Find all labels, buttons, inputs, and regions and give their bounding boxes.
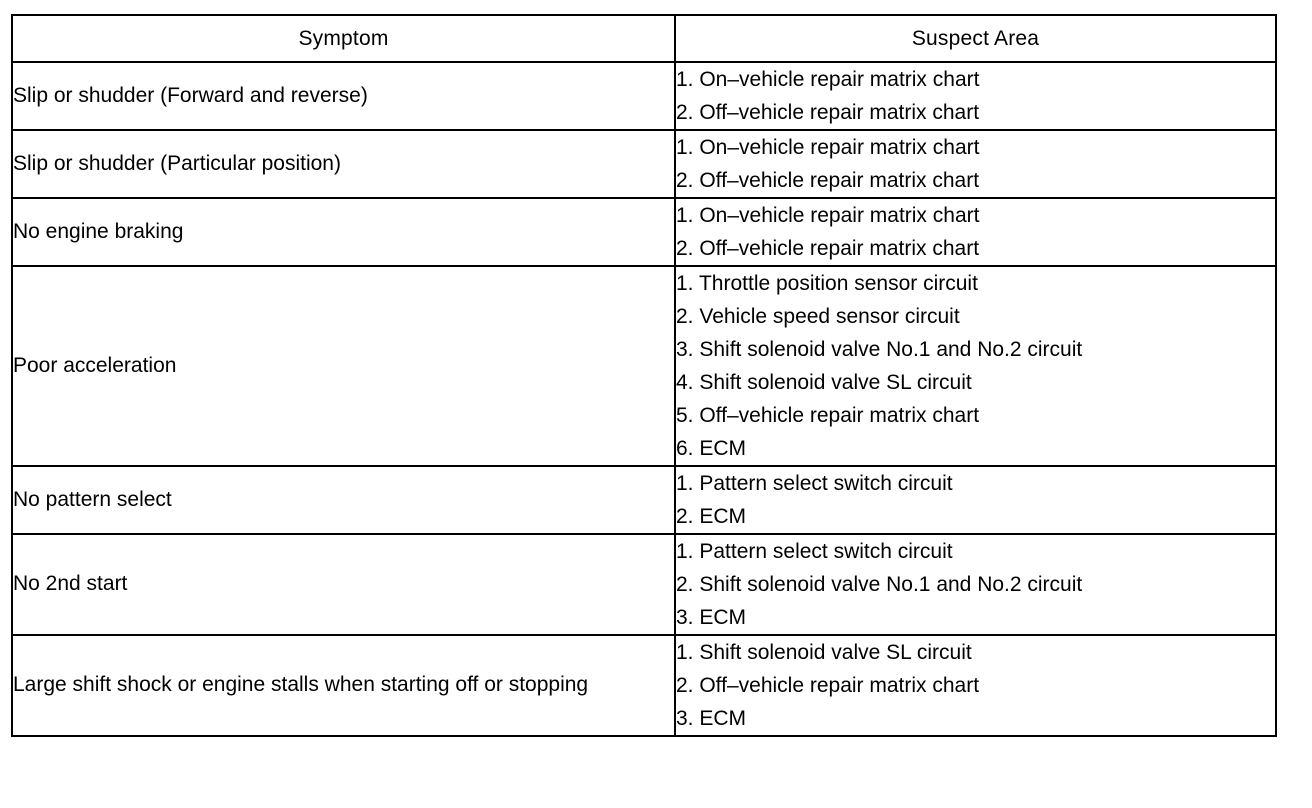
suspect-area-item: 1. Throttle position sensor circuit [676,272,978,295]
suspect-area-item: 1. On–vehicle repair matrix chart [676,136,980,159]
suspect-area-list: 1. On–vehicle repair matrix chart 2. Off–… [676,199,1275,265]
table-row: Large shift shock or engine stalls when … [11,634,1277,737]
symptom-cell: Slip or shudder (Particular position) [11,129,676,199]
suspect-area-item: 2. Off–vehicle repair matrix chart [676,101,980,124]
suspect-area-item: 1. On–vehicle repair matrix chart [676,204,980,227]
suspect-area-item: 4. Shift solenoid valve SL circuit [676,371,972,394]
suspect-area-list: 1. On–vehicle repair matrix chart 2. Off–… [676,63,1275,129]
suspect-area-item: 3. ECM [676,707,747,730]
symptom-cell: Slip or shudder (Forward and reverse) [11,61,676,131]
suspect-area-item: 1. On–vehicle repair matrix chart [676,68,980,91]
suspect-area-cell: 1. Throttle position sensor circuit 2. Ve… [674,265,1277,467]
symptom-cell: Large shift shock or engine stalls when … [11,634,676,737]
suspect-area-item: 2. Shift solenoid valve No.1 and No.2 ci… [676,573,1083,596]
suspect-area-cell: 1. Shift solenoid valve SL circuit 2. Off… [674,634,1277,737]
suspect-area-cell: 1. Pattern select switch circuit 2. ECM [674,465,1277,535]
symptom-cell: No engine braking [11,197,676,267]
column-header-symptom: Symptom [11,14,676,63]
table-body: Slip or shudder (Forward and reverse)1. … [11,61,1277,737]
suspect-area-list: 1. Pattern select switch circuit 2. ECM [676,467,1275,533]
table-header-row: Symptom Suspect Area [11,14,1277,63]
suspect-area-item: 3. Shift solenoid valve No.1 and No.2 ci… [676,338,1083,361]
suspect-area-item: 2. Off–vehicle repair matrix chart [676,169,980,192]
suspect-area-item: 2. Off–vehicle repair matrix chart [676,674,980,697]
table-row: Slip or shudder (Forward and reverse)1. … [11,61,1277,131]
suspect-area-list: 1. Throttle position sensor circuit 2. Ve… [676,267,1275,465]
suspect-area-list: 1. On–vehicle repair matrix chart 2. Off–… [676,131,1275,197]
suspect-area-list: 1. Shift solenoid valve SL circuit 2. Off… [676,636,1275,735]
table-header: Symptom Suspect Area [11,14,1277,63]
symptom-cell: Poor acceleration [11,265,676,467]
suspect-area-item: 1. Pattern select switch circuit [676,540,953,563]
suspect-area-item: 5. Off–vehicle repair matrix chart [676,404,980,427]
symptom-cell: No 2nd start [11,533,676,636]
suspect-area-list: 1. Pattern select switch circuit 2. Shift… [676,535,1275,634]
table-row: Slip or shudder (Particular position)1. … [11,129,1277,199]
suspect-area-cell: 1. On–vehicle repair matrix chart 2. Off–… [674,197,1277,267]
suspect-area-item: 2. ECM [676,505,747,528]
suspect-area-item: 1. Shift solenoid valve SL circuit [676,641,972,664]
suspect-area-cell: 1. On–vehicle repair matrix chart 2. Off–… [674,129,1277,199]
symptom-cell: No pattern select [11,465,676,535]
suspect-area-item: 2. Vehicle speed sensor circuit [676,305,960,328]
suspect-area-item: 1. Pattern select switch circuit [676,472,953,495]
column-header-suspect-area: Suspect Area [674,14,1277,63]
suspect-area-cell: 1. On–vehicle repair matrix chart 2. Off–… [674,61,1277,131]
symptom-suspect-area-table: Symptom Suspect Area Slip or shudder (Fo… [11,14,1277,737]
suspect-area-cell: 1. Pattern select switch circuit 2. Shift… [674,533,1277,636]
suspect-area-item: 3. ECM [676,606,747,629]
suspect-area-item: 6. ECM [676,437,747,460]
suspect-area-item: 2. Off–vehicle repair matrix chart [676,237,980,260]
